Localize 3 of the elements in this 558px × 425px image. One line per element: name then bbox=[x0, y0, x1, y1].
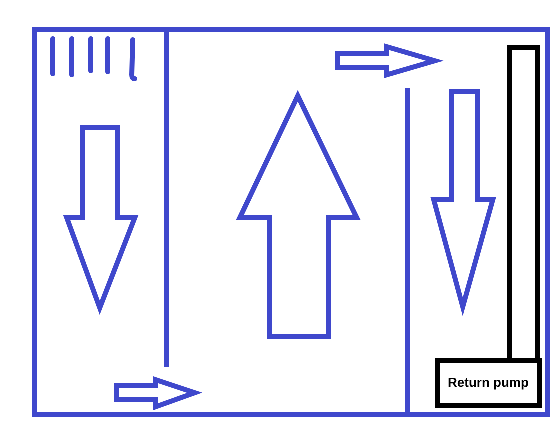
pipe bbox=[507, 45, 540, 358]
pump-box bbox=[435, 358, 542, 408]
pump-label: Return pump bbox=[448, 374, 529, 392]
